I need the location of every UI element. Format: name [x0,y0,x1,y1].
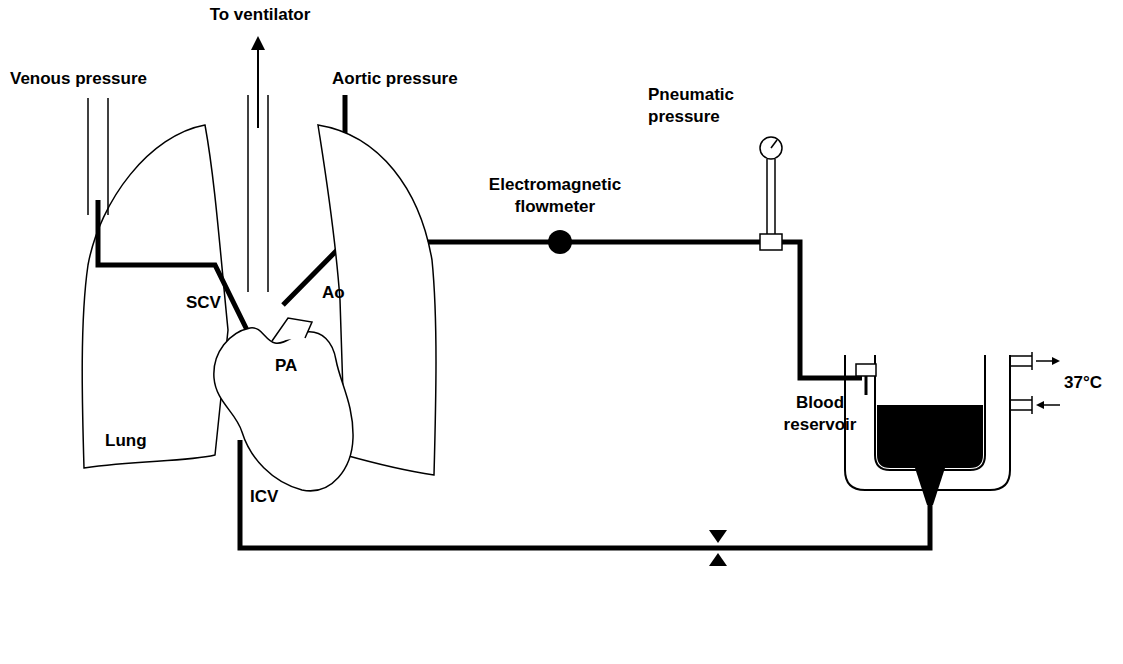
arrow-head [1052,357,1060,365]
trachea-wall [247,95,249,292]
manometer-tube [87,98,89,215]
ventilator-label: To ventilator [190,4,330,26]
manometer-tube [107,98,109,215]
gauge-needle [771,140,777,148]
gauge-connector [760,234,782,250]
reservoir-outlet [915,468,945,505]
ventilator-arrow [257,48,259,128]
gauge-label: Pneumatic pressure [648,84,763,128]
reservoir-label: Blood reservoir [780,392,860,436]
flow-arrow [1036,360,1052,362]
heart-outline [205,315,360,500]
heart-outline: PA [205,315,360,500]
temperature-label: 37°C [1064,372,1119,394]
pressure-label: Aortic pressure [332,68,522,90]
vessel-label: ICV [250,486,300,508]
flowmeter-label: Electromagnetic flowmeter [465,174,645,218]
flowmeter-probe [548,230,572,254]
clamp [709,530,727,543]
flow-arrow [1044,404,1060,406]
gauge-stem [766,159,768,234]
reservoir-vessel [875,355,985,470]
pressure-label: Venous pressure [10,68,225,90]
jacket-port [1010,396,1032,414]
vessel-label: PA [275,355,297,377]
vessel-label: Ao [322,282,362,304]
clamp [709,553,727,566]
pressure-gauge [760,137,782,159]
jacket-port [1010,352,1032,370]
heart-outline [214,328,353,491]
organ-label: Lung [105,430,147,452]
heart-outline [272,318,312,341]
inlet-tube [865,376,868,395]
inlet-connector [856,364,876,376]
vessel-label: SCV [186,292,236,314]
trachea-wall [267,95,269,292]
venous-tube [98,200,247,330]
gauge-stem [774,159,776,234]
arrow-head [1036,401,1044,409]
arrow-head [251,36,265,50]
blood-fill [877,405,983,468]
